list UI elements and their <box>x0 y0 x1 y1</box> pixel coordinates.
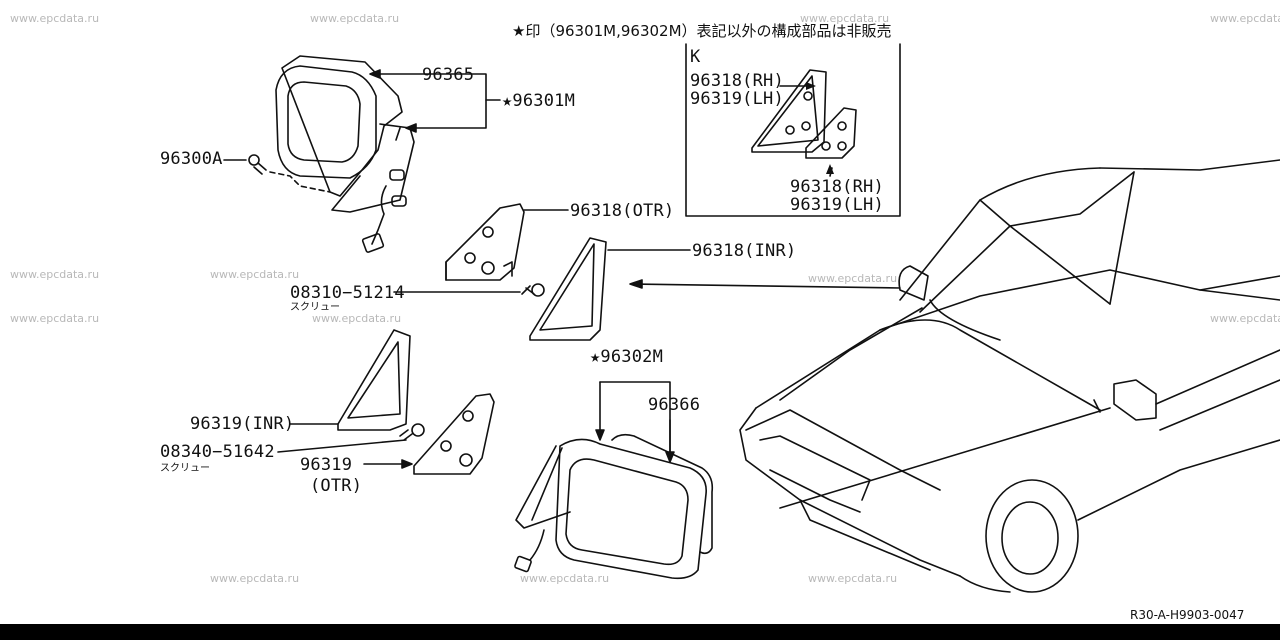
cover-96318-inr <box>529 237 691 341</box>
watermark: www.epcdata.ru <box>1210 12 1280 25</box>
part-label-96318-inr: 96318(INR) <box>692 241 797 261</box>
part-label-96366: 96366 <box>648 395 701 415</box>
part-label-96300a: 96300A <box>160 149 223 169</box>
watermark: www.epcdata.ru <box>808 572 898 585</box>
part-sublabel-08310: スクリュー <box>290 302 340 313</box>
watermark: www.epcdata.ru <box>312 312 402 325</box>
bottom-bar <box>0 624 1280 640</box>
inset-label-96318-rh-bottom: 96318(RH) <box>790 177 884 197</box>
inset-box <box>685 43 901 217</box>
watermark: www.epcdata.ru <box>310 12 400 25</box>
watermark: www.epcdata.ru <box>210 268 300 281</box>
mirror-assembly-top <box>275 55 415 253</box>
part-label-96319-inr: 96319(INR) <box>190 414 295 434</box>
inset-label-96318-rh-top: 96318(RH) <box>690 71 784 91</box>
mirror-assembly-bottom <box>514 381 714 580</box>
watermark: www.epcdata.ru <box>1210 312 1280 325</box>
screw-08340 <box>277 423 425 453</box>
part-label-96302m: ★96302M <box>590 347 664 367</box>
watermark: www.epcdata.ru <box>808 272 898 285</box>
watermark: www.epcdata.ru <box>210 572 300 585</box>
part-label-96365: 96365 <box>422 65 475 85</box>
watermark: www.epcdata.ru <box>10 268 100 281</box>
inset-label-96319-lh-bottom: 96319(LH) <box>790 195 884 215</box>
watermark: www.epcdata.ru <box>10 12 100 25</box>
bracket-96319-otr <box>363 393 495 475</box>
watermark: www.epcdata.ru <box>10 312 100 325</box>
inset-letter: K <box>690 47 701 67</box>
watermark: www.epcdata.ru <box>520 572 610 585</box>
watermark: www.epcdata.ru <box>800 12 890 25</box>
screw-96300a <box>248 154 331 193</box>
car-illustration <box>739 159 1280 593</box>
inset-label-96319-lh-top: 96319(LH) <box>690 89 784 109</box>
diagram-code: R30-A-H9903-0047 <box>1130 608 1245 622</box>
part-label-08310: 08310−51214 <box>290 283 405 303</box>
part-label-96319-otr-suffix: (OTR) <box>310 476 363 496</box>
cover-96319-inr <box>289 329 411 431</box>
part-label-08340: 08340−51642 <box>160 442 275 462</box>
part-label-96301m: ★96301M <box>502 91 576 111</box>
header-note: ★印（96301M,96302M）表記以外の構成部品は非販売 <box>512 22 892 40</box>
part-sublabel-08340: スクリュー <box>160 463 210 474</box>
part-label-96318-otr: 96318(OTR) <box>570 201 675 221</box>
bracket-96318-otr <box>445 203 569 281</box>
part-label-96319-otr: 96319 <box>300 455 353 475</box>
screw-08310 <box>393 283 545 297</box>
